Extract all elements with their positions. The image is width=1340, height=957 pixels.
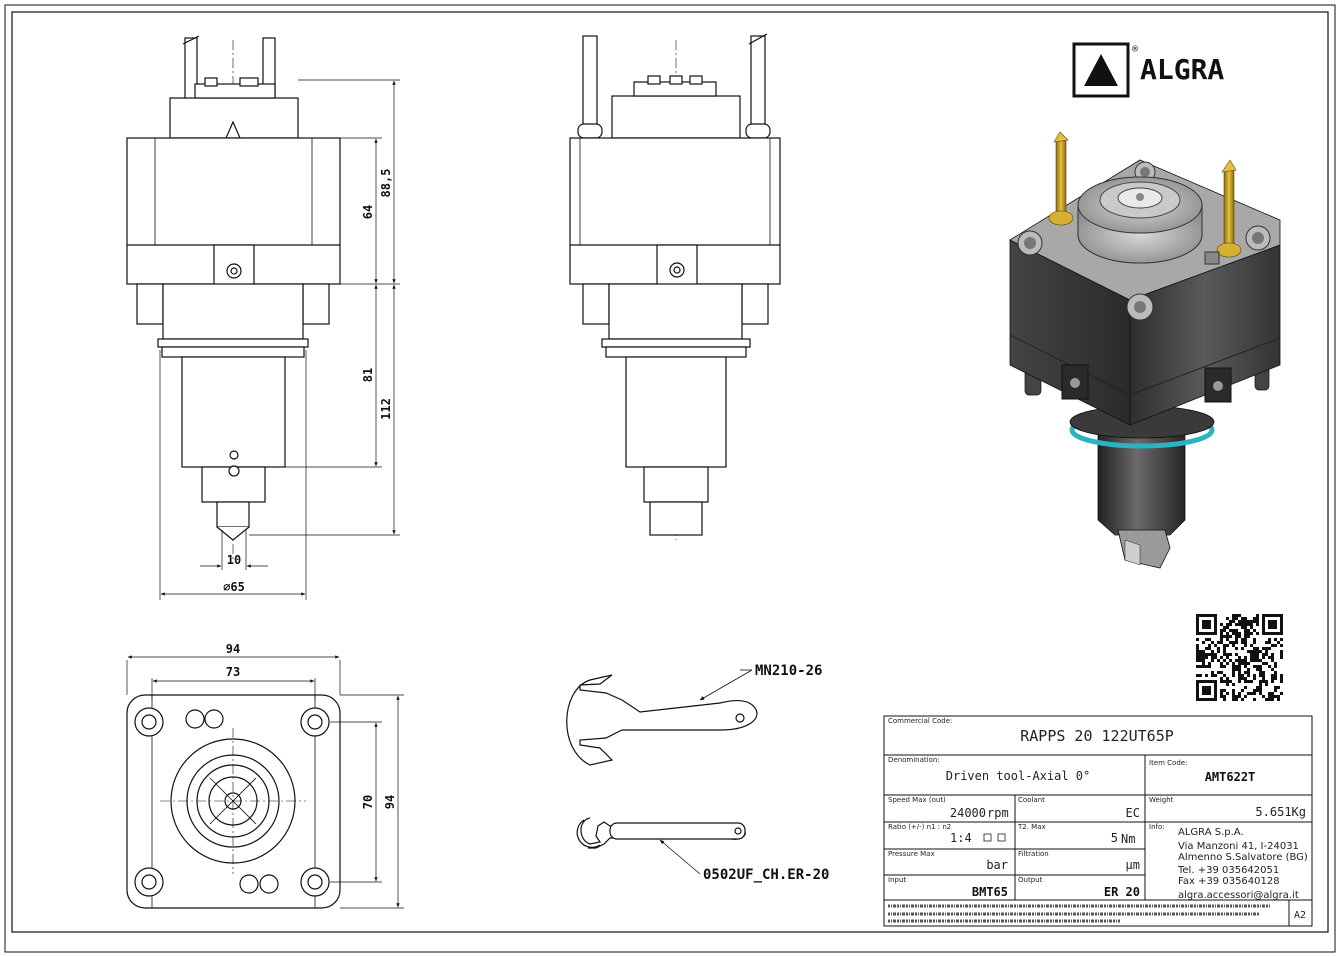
label-torque: T2. Max	[1017, 823, 1046, 831]
ratio-box-icon	[997, 833, 1006, 842]
label-input: Input	[888, 876, 906, 884]
fine-print	[888, 904, 1270, 923]
iso-render	[1009, 131, 1281, 569]
pressure-unit: bar	[986, 858, 1008, 872]
qr-code	[1196, 614, 1283, 701]
label-coolant: Coolant	[1018, 796, 1045, 804]
company-fax: Fax +39 035640128	[1178, 876, 1280, 887]
output-value: ER 20	[1104, 885, 1140, 899]
label-denomination: Denomination:	[888, 756, 940, 764]
sheet-border	[4, 4, 1336, 953]
wrench-large	[566, 674, 758, 766]
company-name: ALGRA S.p.A.	[1178, 827, 1244, 838]
label-pressure: Pressure Max	[888, 850, 935, 858]
weight-value: 5.651Kg	[1255, 805, 1306, 819]
front-view	[126, 35, 341, 560]
dim-112: 112	[379, 398, 393, 420]
label-output: Output	[1018, 876, 1043, 884]
speed-unit: rpm	[987, 806, 1009, 820]
algra-logo	[1072, 42, 1130, 98]
company-email: algra.accessori@algra.it	[1178, 890, 1299, 901]
label-weight: Weight	[1149, 796, 1174, 804]
logo-wordmark: ALGRA	[1140, 53, 1224, 86]
label-info: Info:	[1149, 823, 1165, 831]
dim-10: 10	[227, 553, 241, 567]
dim-88-5: 88,5	[379, 169, 393, 198]
label-filtration: Filtration	[1018, 850, 1049, 858]
leader-lines	[659, 669, 753, 875]
dim-94-top: 94	[226, 642, 240, 656]
label-commercial-code: Commercial Code:	[888, 717, 952, 725]
company-address-2: Almenno S.Salvatore (BG)	[1178, 852, 1308, 863]
dim-65: ∅65	[223, 580, 245, 594]
torque-value: 5	[1111, 831, 1118, 845]
label-wrench-small: 0502UF_CH.ER-20	[703, 867, 829, 883]
dim-70: 70	[361, 795, 375, 809]
company-address-1: Via Manzoni 41, I-24031	[1178, 841, 1299, 852]
commercial-code: RAPPS 20 122UT65P	[1020, 727, 1174, 745]
logo-registered-mark: ®	[1132, 44, 1139, 55]
torque-unit: Nm	[1121, 832, 1135, 846]
side-view	[569, 33, 781, 540]
bottom-dimensions	[126, 655, 404, 909]
label-wrench-large: MN210-26	[755, 663, 822, 679]
speed-value: 24000	[950, 806, 986, 820]
triangle-icon	[1084, 54, 1118, 86]
dim-73: 73	[226, 665, 240, 679]
wrench-small	[576, 817, 746, 849]
dim-94-side: 94	[383, 795, 397, 809]
front-dimensions	[159, 79, 400, 600]
filtration-unit: µm	[1126, 858, 1140, 872]
ratio-box-icon	[983, 833, 992, 842]
company-tel: Tel. +39 035642051	[1177, 865, 1279, 876]
item-code: AMT622T	[1205, 770, 1256, 784]
title-block-grid	[883, 715, 1313, 927]
coolant-value: EC	[1126, 806, 1140, 820]
bottom-view	[126, 694, 341, 909]
denomination: Driven tool-Axial 0°	[946, 769, 1091, 783]
input-value: BMT65	[972, 885, 1008, 899]
dim-64: 64	[361, 205, 375, 219]
sheet-size: A2	[1294, 910, 1306, 921]
label-item-code: Item Code:	[1149, 759, 1187, 767]
label-ratio: Ratio (+/-) n1 : n2	[888, 823, 951, 831]
dim-81: 81	[361, 368, 375, 382]
label-speed: Speed Max (out)	[888, 796, 946, 804]
ratio-value: 1:4	[950, 831, 972, 845]
